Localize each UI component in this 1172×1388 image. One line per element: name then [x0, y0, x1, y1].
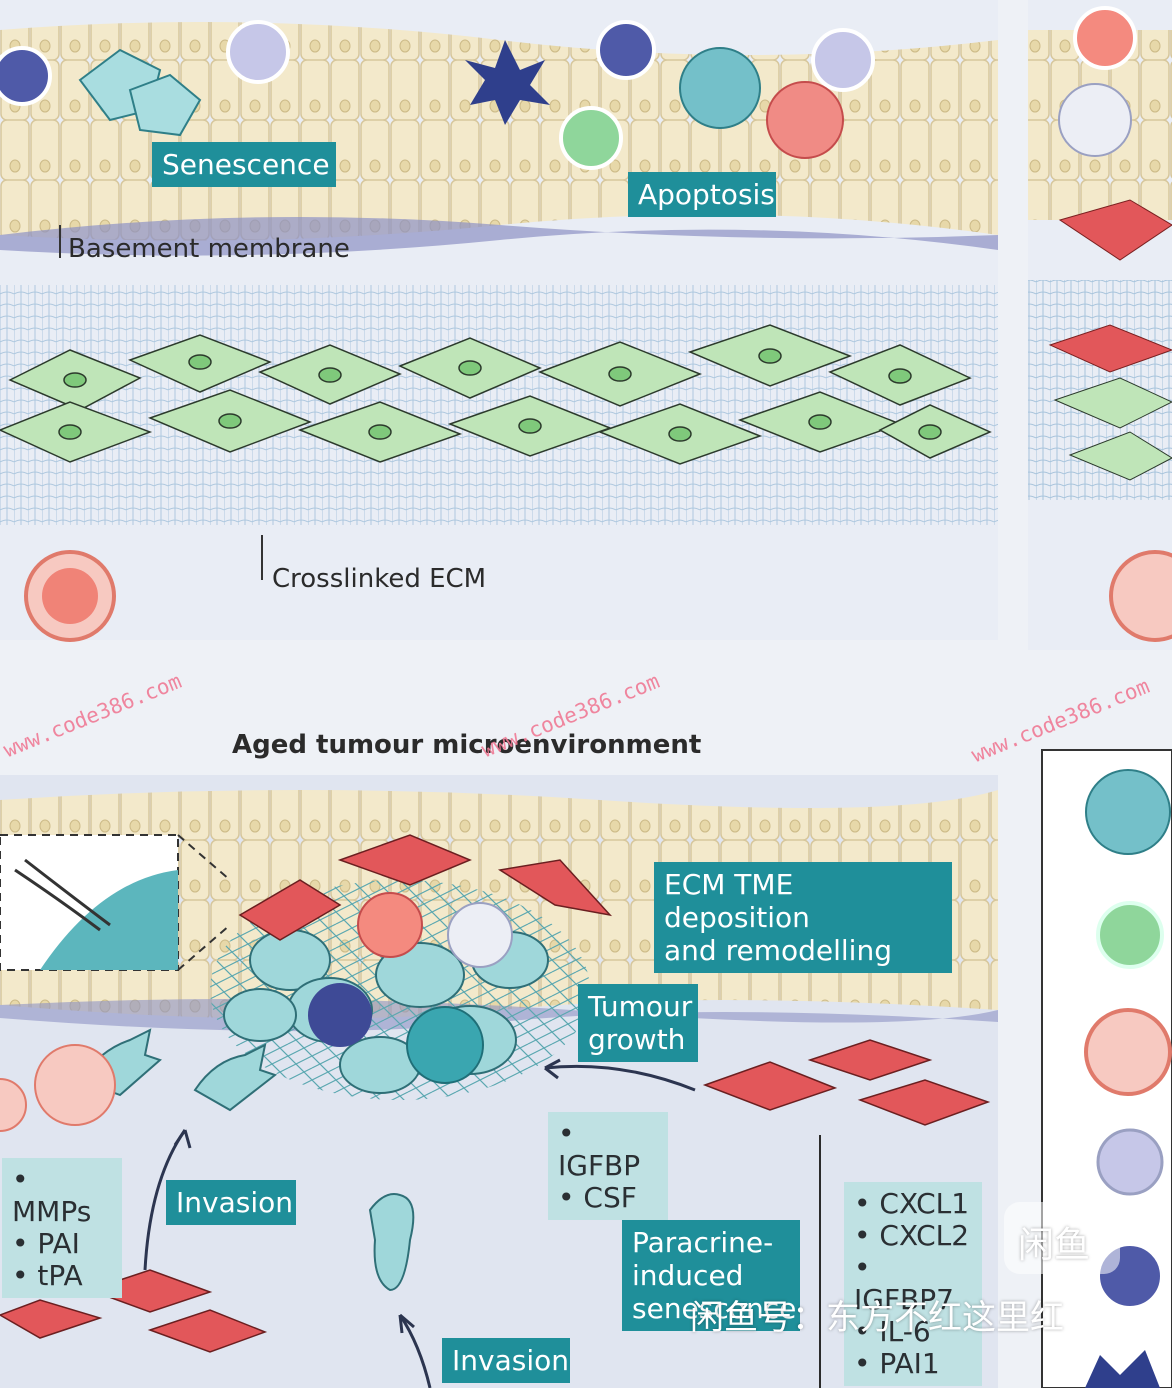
- tpa-item: • tPA: [12, 1259, 83, 1292]
- igfbp-list: • IGFBP • CSF: [548, 1112, 668, 1220]
- cxcl1-item: • CXCL1: [854, 1187, 970, 1220]
- mmps-list: • MMPs • PAI • tPA: [2, 1158, 122, 1298]
- aged-tme-title: Aged tumour microenvironment: [232, 730, 702, 760]
- pai-item: • PAI: [12, 1227, 80, 1260]
- fibroblast-band: [0, 324, 992, 465]
- pai1-item: • PAI1: [854, 1347, 940, 1380]
- senescent-cells: [78, 48, 202, 137]
- senescence-label: Senescence: [152, 142, 336, 187]
- basement-membrane-label: Basement membrane: [68, 234, 350, 264]
- ecm-tme-line2: and remodelling: [664, 934, 892, 967]
- lymphocyte-cell: [0, 46, 52, 106]
- rbc-cell: [24, 550, 116, 642]
- top-panel: [0, 0, 998, 642]
- crosslinked-ecm-label: Crosslinked ECM: [272, 564, 487, 594]
- tumour-growth-box: Tumour growth: [578, 984, 698, 1062]
- basement-membrane: [0, 217, 998, 256]
- legend-naive-icon: [1096, 1128, 1164, 1196]
- dendritic-cell: [465, 40, 550, 125]
- mmps-item: • MMPs: [12, 1163, 92, 1228]
- legend-green-cell-icon: [1096, 901, 1164, 969]
- legend-panel: [1041, 749, 1172, 1388]
- paracrine-box: Paracrine- induced senescence: [622, 1220, 800, 1331]
- invasion-left-label: Invasion: [166, 1180, 296, 1225]
- tumour-growth-line1: Tumour: [588, 990, 693, 1023]
- cxcl-list: • CXCL1 • CXCL2 • IGFBP7 • IL-6 • PAI1: [844, 1182, 982, 1386]
- seller-watermark: 闲鱼号：东方不红这里红: [690, 1298, 1064, 1338]
- apoptotic-cell: [679, 47, 844, 159]
- cxcl2-item: • CXCL2: [854, 1219, 970, 1252]
- tumour-growth-line2: growth: [588, 1023, 686, 1056]
- cafs: [0, 834, 991, 1353]
- csf-item: • CSF: [558, 1181, 637, 1214]
- legend-dendritic-icon: [1085, 1350, 1160, 1388]
- ecm-tme-line1: ECM TME deposition: [664, 868, 810, 934]
- green-immune-cell: [559, 106, 623, 170]
- igfbp-item: • IGFBP: [558, 1117, 641, 1182]
- legend-apoptotic-icon: [1085, 769, 1171, 855]
- right-panel-top: [1028, 0, 1172, 650]
- invading-cells: [0, 1028, 415, 1292]
- naive-cell: [811, 28, 875, 92]
- tumour-mass: [210, 880, 590, 1100]
- invasion-bottom-label: Invasion: [442, 1338, 570, 1383]
- paracrine-line3: senescence: [632, 1292, 797, 1325]
- naive-cell: [226, 20, 290, 84]
- legend-rbc-icon: [1084, 1008, 1172, 1096]
- lymphocyte-cell: [596, 20, 656, 80]
- xianyu-logo-text: 闲鱼: [1018, 1225, 1091, 1266]
- apoptosis-label: Apoptosis: [628, 172, 776, 217]
- il6-item: • IL-6: [854, 1315, 931, 1348]
- arrows: [143, 1058, 696, 1388]
- paracrine-line1: Paracrine-: [632, 1226, 774, 1259]
- paracrine-line2: induced: [632, 1259, 744, 1292]
- igfbp7-item: • IGFBP7: [854, 1251, 954, 1316]
- xianyu-logo: [1004, 1202, 1120, 1274]
- ecm-tme-box: ECM TME deposition and remodelling: [654, 862, 952, 973]
